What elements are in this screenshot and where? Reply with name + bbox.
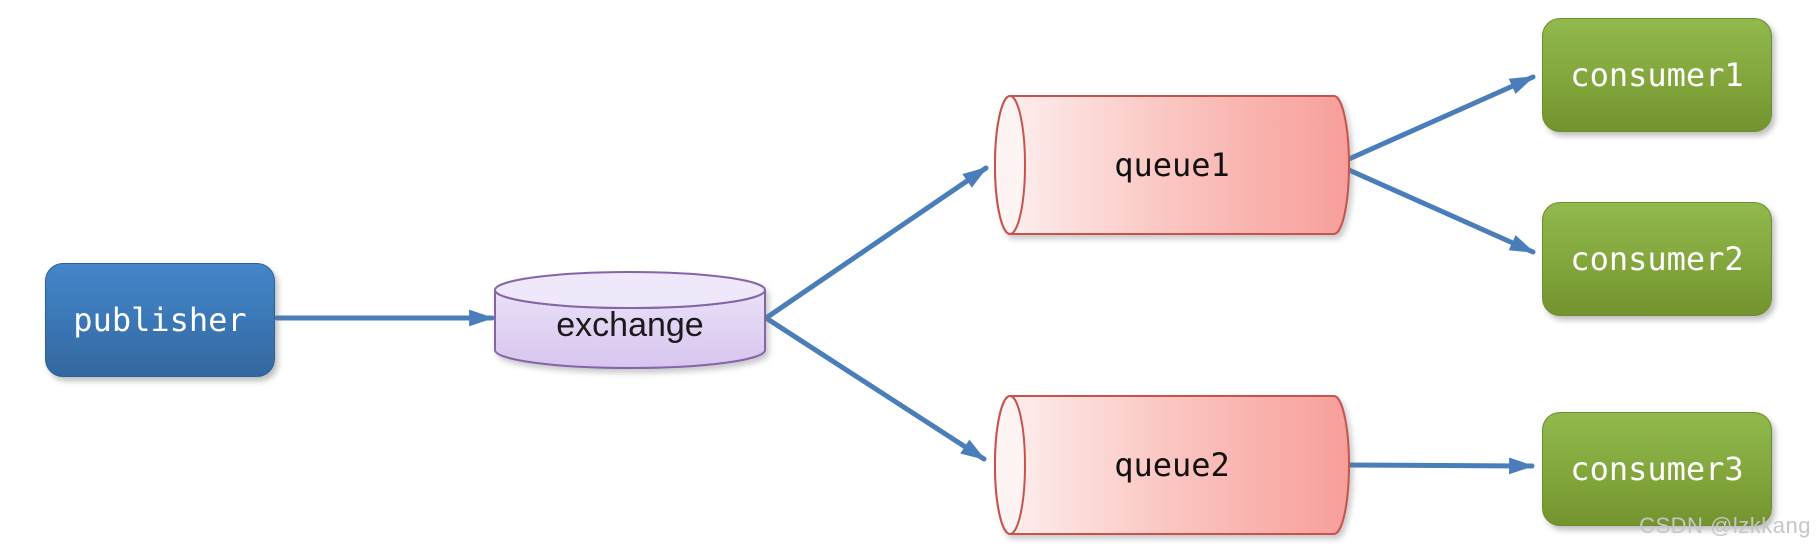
queue2-cylinder [994, 395, 1350, 535]
consumer3-node: consumer3 [1542, 412, 1772, 526]
queue1-cylinder [994, 95, 1350, 235]
queue2-cylinder-body [994, 395, 1350, 535]
queue2-cylinder-cap [994, 395, 1026, 535]
consumer1-node: consumer1 [1542, 18, 1772, 132]
arrow-exchange-queue1 [763, 165, 989, 321]
consumer2-node: consumer2 [1542, 202, 1772, 316]
arrow-exchange-queue2 [763, 315, 987, 462]
queue1-cylinder-body [994, 95, 1350, 235]
consumer3-label: consumer3 [1570, 450, 1744, 488]
arrow-queue1-consumer2 [1337, 163, 1536, 255]
consumer1-label: consumer1 [1570, 56, 1744, 94]
watermark-text: CSDN @lzkkang [1639, 513, 1811, 538]
publisher-node: publisher [45, 263, 275, 377]
arrows-group [274, 74, 1536, 475]
arrow-queue1-consumer1 [1337, 74, 1536, 166]
arrow-queue2-consumer3 [1338, 457, 1535, 475]
exchange-cylinder [494, 271, 766, 369]
queue1-cylinder-cap [994, 95, 1026, 235]
publisher-label: publisher [73, 301, 247, 339]
consumer2-label: consumer2 [1570, 240, 1744, 278]
exchange-cylinder-top [494, 271, 766, 309]
